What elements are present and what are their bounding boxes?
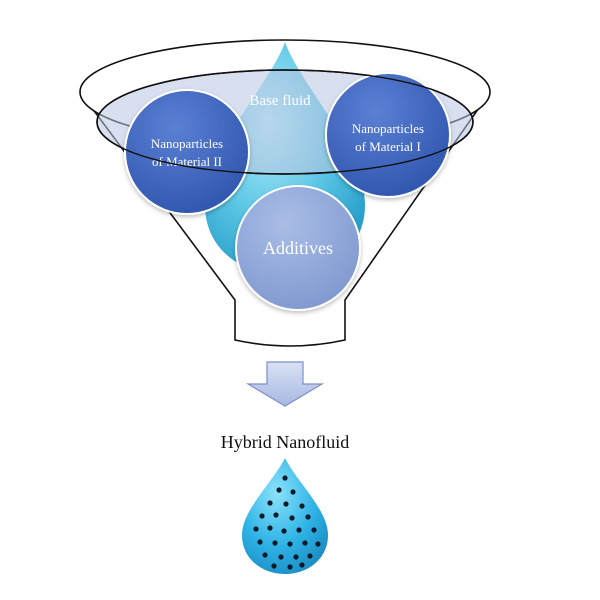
nanoparticle-dot xyxy=(289,515,295,521)
nanoparticle-dot xyxy=(287,564,293,570)
nanoparticle-dot xyxy=(290,489,296,495)
nanoparticle-dot xyxy=(278,554,284,560)
nanoparticle-dot xyxy=(307,553,313,559)
nanoparticle-dot xyxy=(271,563,277,569)
nanoparticles-material-two-circle: Nanoparticles of Material II xyxy=(124,89,250,215)
hybrid-nanofluid-drop xyxy=(242,458,328,574)
additives-label: Additives xyxy=(263,238,333,258)
nanoparticles-material-one-label-line1: Nanoparticles xyxy=(352,121,424,136)
nanoparticle-dot xyxy=(257,539,263,545)
base-fluid-label: Base fluid xyxy=(249,93,311,109)
nanoparticle-dot xyxy=(302,540,308,546)
nanoparticle-dot xyxy=(287,541,293,547)
nanoparticle-dot xyxy=(315,541,321,547)
nanoparticle-dot xyxy=(276,487,282,493)
nanoparticle-dot xyxy=(267,525,273,531)
nanoparticle-dot xyxy=(281,528,287,534)
nanoparticle-dot xyxy=(259,513,265,519)
nanoparticle-dot xyxy=(293,554,299,560)
hybrid-nanofluid-label: Hybrid Nanofluid xyxy=(221,432,349,452)
nanoparticle-dot xyxy=(262,552,268,558)
nanoparticles-material-two-label-line1: Nanoparticles xyxy=(151,136,223,151)
nanoparticle-dot xyxy=(273,512,279,518)
nanoparticle-dot xyxy=(305,514,311,520)
nanoparticle-dot xyxy=(311,527,317,533)
nanoparticle-dots xyxy=(253,475,321,570)
nanoparticles-material-one-circle: Nanoparticles of Material I xyxy=(325,72,451,198)
nanoparticle-dot xyxy=(283,501,289,507)
nanoparticles-material-one-label-line2: of Material I xyxy=(355,139,421,154)
nanoparticle-dot xyxy=(296,527,302,533)
additives-circle: Additives xyxy=(235,185,361,311)
nanoparticle-dot xyxy=(253,526,259,532)
funnel-rim-front-stroke xyxy=(96,69,474,175)
nanoparticle-dot xyxy=(267,500,273,506)
nanoparticles-material-two-label-line2: of Material II xyxy=(152,154,222,169)
nanoparticle-dot xyxy=(272,540,278,546)
nanoparticle-dot xyxy=(299,503,305,509)
nanoparticle-dot xyxy=(282,475,288,481)
down-arrow-icon xyxy=(245,361,325,407)
nanoparticle-dot xyxy=(299,562,305,568)
